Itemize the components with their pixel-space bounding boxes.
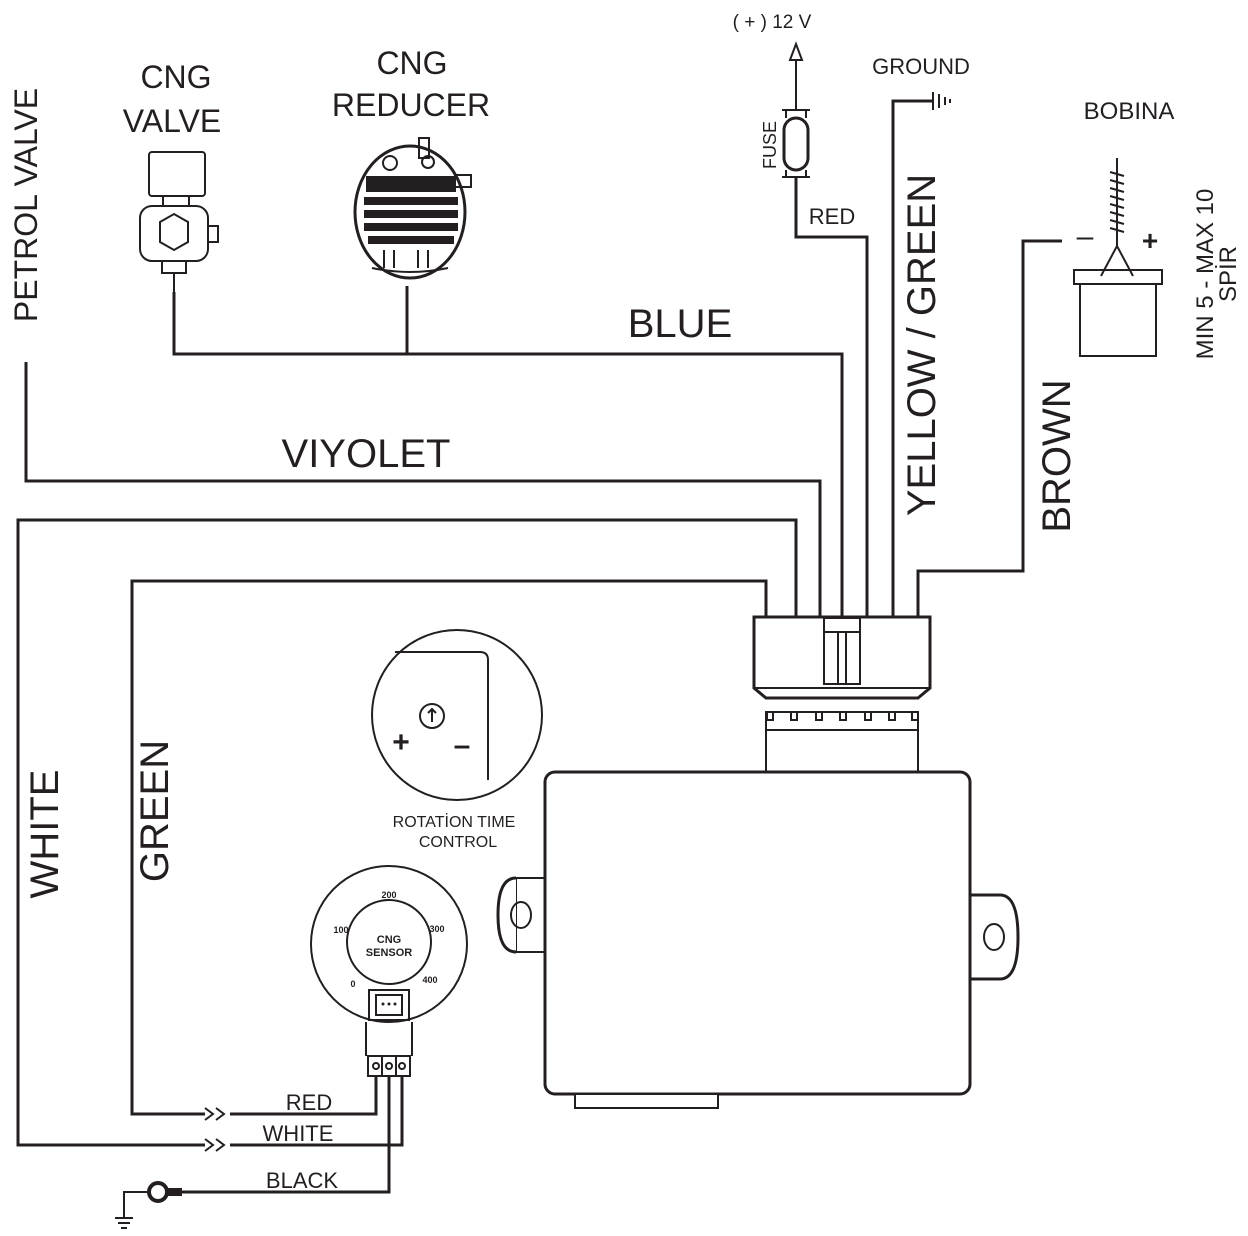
fuse-icon — [782, 109, 810, 178]
bobina: BOBINA MIN 5 - MAX 10 SPİR – + — [1073, 98, 1242, 360]
power-supply: ( + ) 12 V FUSE RED — [733, 12, 856, 229]
wire-green-label: GREEN — [133, 740, 177, 882]
connector-pins — [766, 711, 919, 721]
cng-reducer: CNG REDUCER — [332, 45, 490, 280]
wire-sensor-red — [230, 1076, 378, 1116]
wire-blue-label: BLUE — [628, 302, 733, 346]
wire-white-label: WHITE — [23, 770, 67, 899]
wire-red-fuse — [794, 177, 869, 617]
sensor-wire-white-label: WHITE — [263, 1121, 334, 1146]
cng-valve: CNG VALVE — [123, 59, 221, 292]
bobina-note-1: MIN 5 - MAX 10 — [1192, 189, 1219, 360]
wire-yellow-green-label: YELLOW / GREEN — [900, 174, 944, 516]
fuse-label: FUSE — [760, 121, 780, 169]
wire-connectors — [204, 1107, 226, 1152]
ground: GROUND — [872, 54, 970, 110]
cng-sensor: CNG SENSOR 0 100 200 300 400 — [310, 865, 468, 1077]
coil-icon — [1073, 158, 1163, 357]
wire-green — [130, 579, 768, 1116]
wire-blue — [172, 292, 844, 617]
cng-valve-label-2: VALVE — [123, 103, 221, 139]
power-label: ( + ) 12 V — [733, 12, 812, 33]
coil-plus-sign: + — [1142, 225, 1158, 256]
wire-brown-label: BROWN — [1035, 379, 1079, 532]
wire-sensor-black — [178, 1076, 391, 1194]
wire-yellow-green — [891, 99, 933, 617]
sensor-wire-red-label: RED — [286, 1090, 332, 1115]
coil-minus-sign: – — [1077, 220, 1094, 253]
bobina-note-2: SPİR — [1215, 246, 1242, 302]
cng-valve-icon — [139, 151, 219, 292]
sensor-label-2: SENSOR — [366, 947, 413, 959]
rotation-minus-sign: – — [454, 729, 471, 762]
sensor-scale-200: 200 — [381, 890, 396, 900]
wire-brown — [916, 239, 1062, 617]
rotation-plus-sign: + — [392, 726, 410, 759]
bobina-label: BOBINA — [1084, 98, 1175, 125]
petrol-valve-label: PETROL VALVE — [8, 88, 44, 322]
ecu-connector — [752, 615, 932, 773]
rotation-label-2: CONTROL — [419, 834, 497, 851]
cng-valve-label-1: CNG — [140, 59, 211, 95]
ground-icon — [932, 92, 951, 110]
sensor-scale-300: 300 — [429, 924, 444, 934]
ecu-box — [496, 770, 1020, 1109]
cng-reducer-icon — [353, 137, 472, 280]
sensor-scale-0: 0 — [350, 979, 355, 989]
rotation-time-control: + – ROTATİON TIME CONTROL — [371, 629, 543, 851]
wire-viyolet-label: VIYOLET — [282, 432, 451, 476]
sensor-scale-100: 100 — [333, 925, 348, 935]
sensor-ground-terminal — [115, 1181, 182, 1229]
wire-white — [16, 518, 798, 1147]
rotation-label-1: ROTATİON TIME — [393, 812, 516, 831]
wire-red-fuse-label: RED — [809, 204, 855, 229]
wire-viyolet — [24, 362, 822, 617]
cng-reducer-label-2: REDUCER — [332, 87, 490, 123]
sensor-scale-400: 400 — [422, 975, 437, 985]
cng-reducer-label-1: CNG — [376, 45, 447, 81]
sensor-label-1: CNG — [377, 934, 401, 946]
wires — [16, 99, 1062, 1194]
wire-sensor-white — [230, 1076, 404, 1147]
ground-label: GROUND — [872, 54, 970, 79]
sensor-wire-black-label: BLACK — [266, 1168, 338, 1193]
